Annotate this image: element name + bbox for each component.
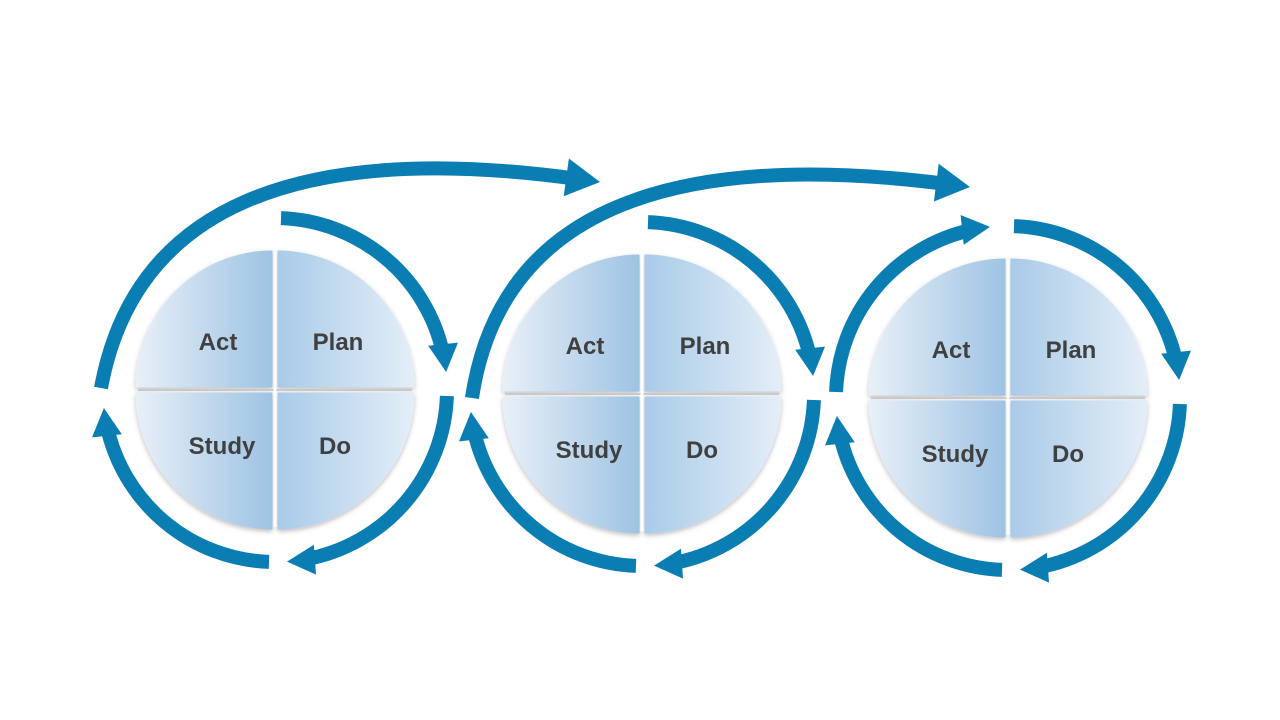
- arrow-do-to-study-shaft: [671, 399, 821, 571]
- bridge-arrow-cycle2-to-cycle3-head: [933, 163, 970, 202]
- bridge-arrows: [94, 158, 970, 400]
- quadrant-plan: [277, 250, 415, 388]
- arrow-plan-to-do-shaft: [280, 211, 450, 355]
- label-study: Study: [556, 437, 623, 464]
- bridge-arrow-cycle1-to-cycle2-head: [563, 158, 600, 197]
- arrow-study-to-act: [459, 412, 637, 573]
- quadrant-do: [277, 392, 415, 530]
- quadrant-plan: [644, 254, 782, 392]
- quadrant-study: [502, 396, 640, 534]
- quadrant-plan: [1010, 258, 1148, 396]
- quadrant-do: [1010, 400, 1148, 538]
- arrow-plan-to-do-shaft: [647, 215, 817, 359]
- label-plan: Plan: [313, 329, 364, 356]
- arrow-do-to-study: [654, 399, 821, 579]
- label-study: Study: [189, 433, 256, 460]
- arrow-plan-to-do: [1013, 219, 1191, 380]
- arrow-study-to-act-head: [459, 412, 489, 442]
- quadrant-act: [868, 258, 1006, 396]
- arrow-act-to-plan-shaft: [829, 223, 973, 393]
- arrow-do-to-study-head: [287, 544, 316, 575]
- label-plan: Plan: [680, 333, 731, 360]
- arrow-do-to-study: [287, 395, 454, 575]
- arrow-study-to-act-shaft: [100, 425, 270, 569]
- arrow-study-to-act-head: [825, 416, 855, 446]
- arrow-plan-to-do-shaft: [1013, 219, 1183, 363]
- arrow-act-to-plan-head: [960, 215, 990, 245]
- arrow-study-to-act: [92, 408, 270, 569]
- quadrant-study: [135, 392, 273, 530]
- arrow-study-to-act-head: [92, 408, 122, 438]
- arrow-do-to-study-head: [1020, 552, 1049, 583]
- bridge-arrow-cycle1-to-cycle2: [94, 158, 600, 390]
- arrow-study-to-act-shaft: [467, 429, 637, 573]
- arrow-plan-to-do-head: [795, 346, 825, 376]
- arrow-study-to-act-shaft: [833, 433, 1003, 577]
- quadrant-disc: [868, 258, 1148, 538]
- quadrant-do: [644, 396, 782, 534]
- quadrant-act: [135, 250, 273, 388]
- label-act: Act: [566, 333, 605, 360]
- label-act: Act: [199, 329, 238, 356]
- label-plan: Plan: [1046, 337, 1097, 364]
- arrow-study-to-act: [825, 416, 1003, 577]
- arrow-plan-to-do-head: [1161, 350, 1191, 380]
- arrow-do-to-study: [1020, 403, 1187, 583]
- bridge-arrow-cycle1-to-cycle2-shaft: [94, 161, 580, 390]
- arrow-plan-to-do: [280, 211, 458, 372]
- bridge-arrow-cycle2-to-cycle3-shaft: [465, 167, 950, 400]
- arrow-do-to-study-shaft: [1037, 403, 1187, 575]
- label-do: Do: [319, 433, 351, 460]
- arrow-do-to-study-head: [654, 548, 683, 579]
- arrow-plan-to-do-head: [428, 342, 458, 372]
- arrow-plan-to-do: [647, 215, 825, 376]
- quadrant-study: [868, 400, 1006, 538]
- quadrant-act: [502, 254, 640, 392]
- arrow-act-to-plan: [829, 215, 990, 393]
- label-do: Do: [686, 437, 718, 464]
- label-do: Do: [1052, 441, 1084, 468]
- bridge-arrow-cycle2-to-cycle3: [465, 163, 970, 400]
- quadrant-disc: [135, 250, 415, 530]
- label-act: Act: [932, 337, 971, 364]
- label-study: Study: [922, 441, 989, 468]
- quadrant-disc: [502, 254, 782, 534]
- arrow-do-to-study-shaft: [304, 395, 454, 567]
